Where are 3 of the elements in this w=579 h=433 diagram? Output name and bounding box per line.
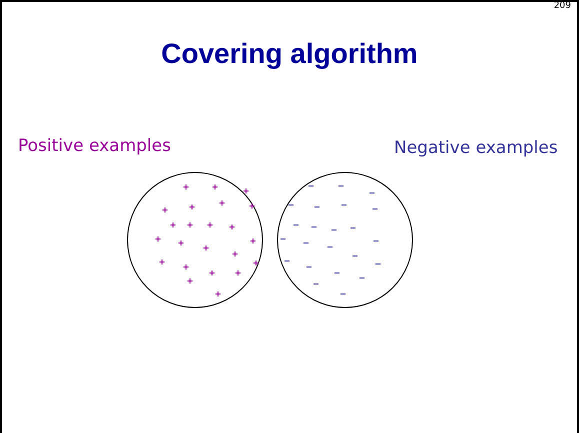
positive-examples-label: Positive examples xyxy=(18,136,171,156)
negative-examples-label: Negative examples xyxy=(394,138,558,158)
slide-title: Covering algorithm xyxy=(160,38,419,70)
